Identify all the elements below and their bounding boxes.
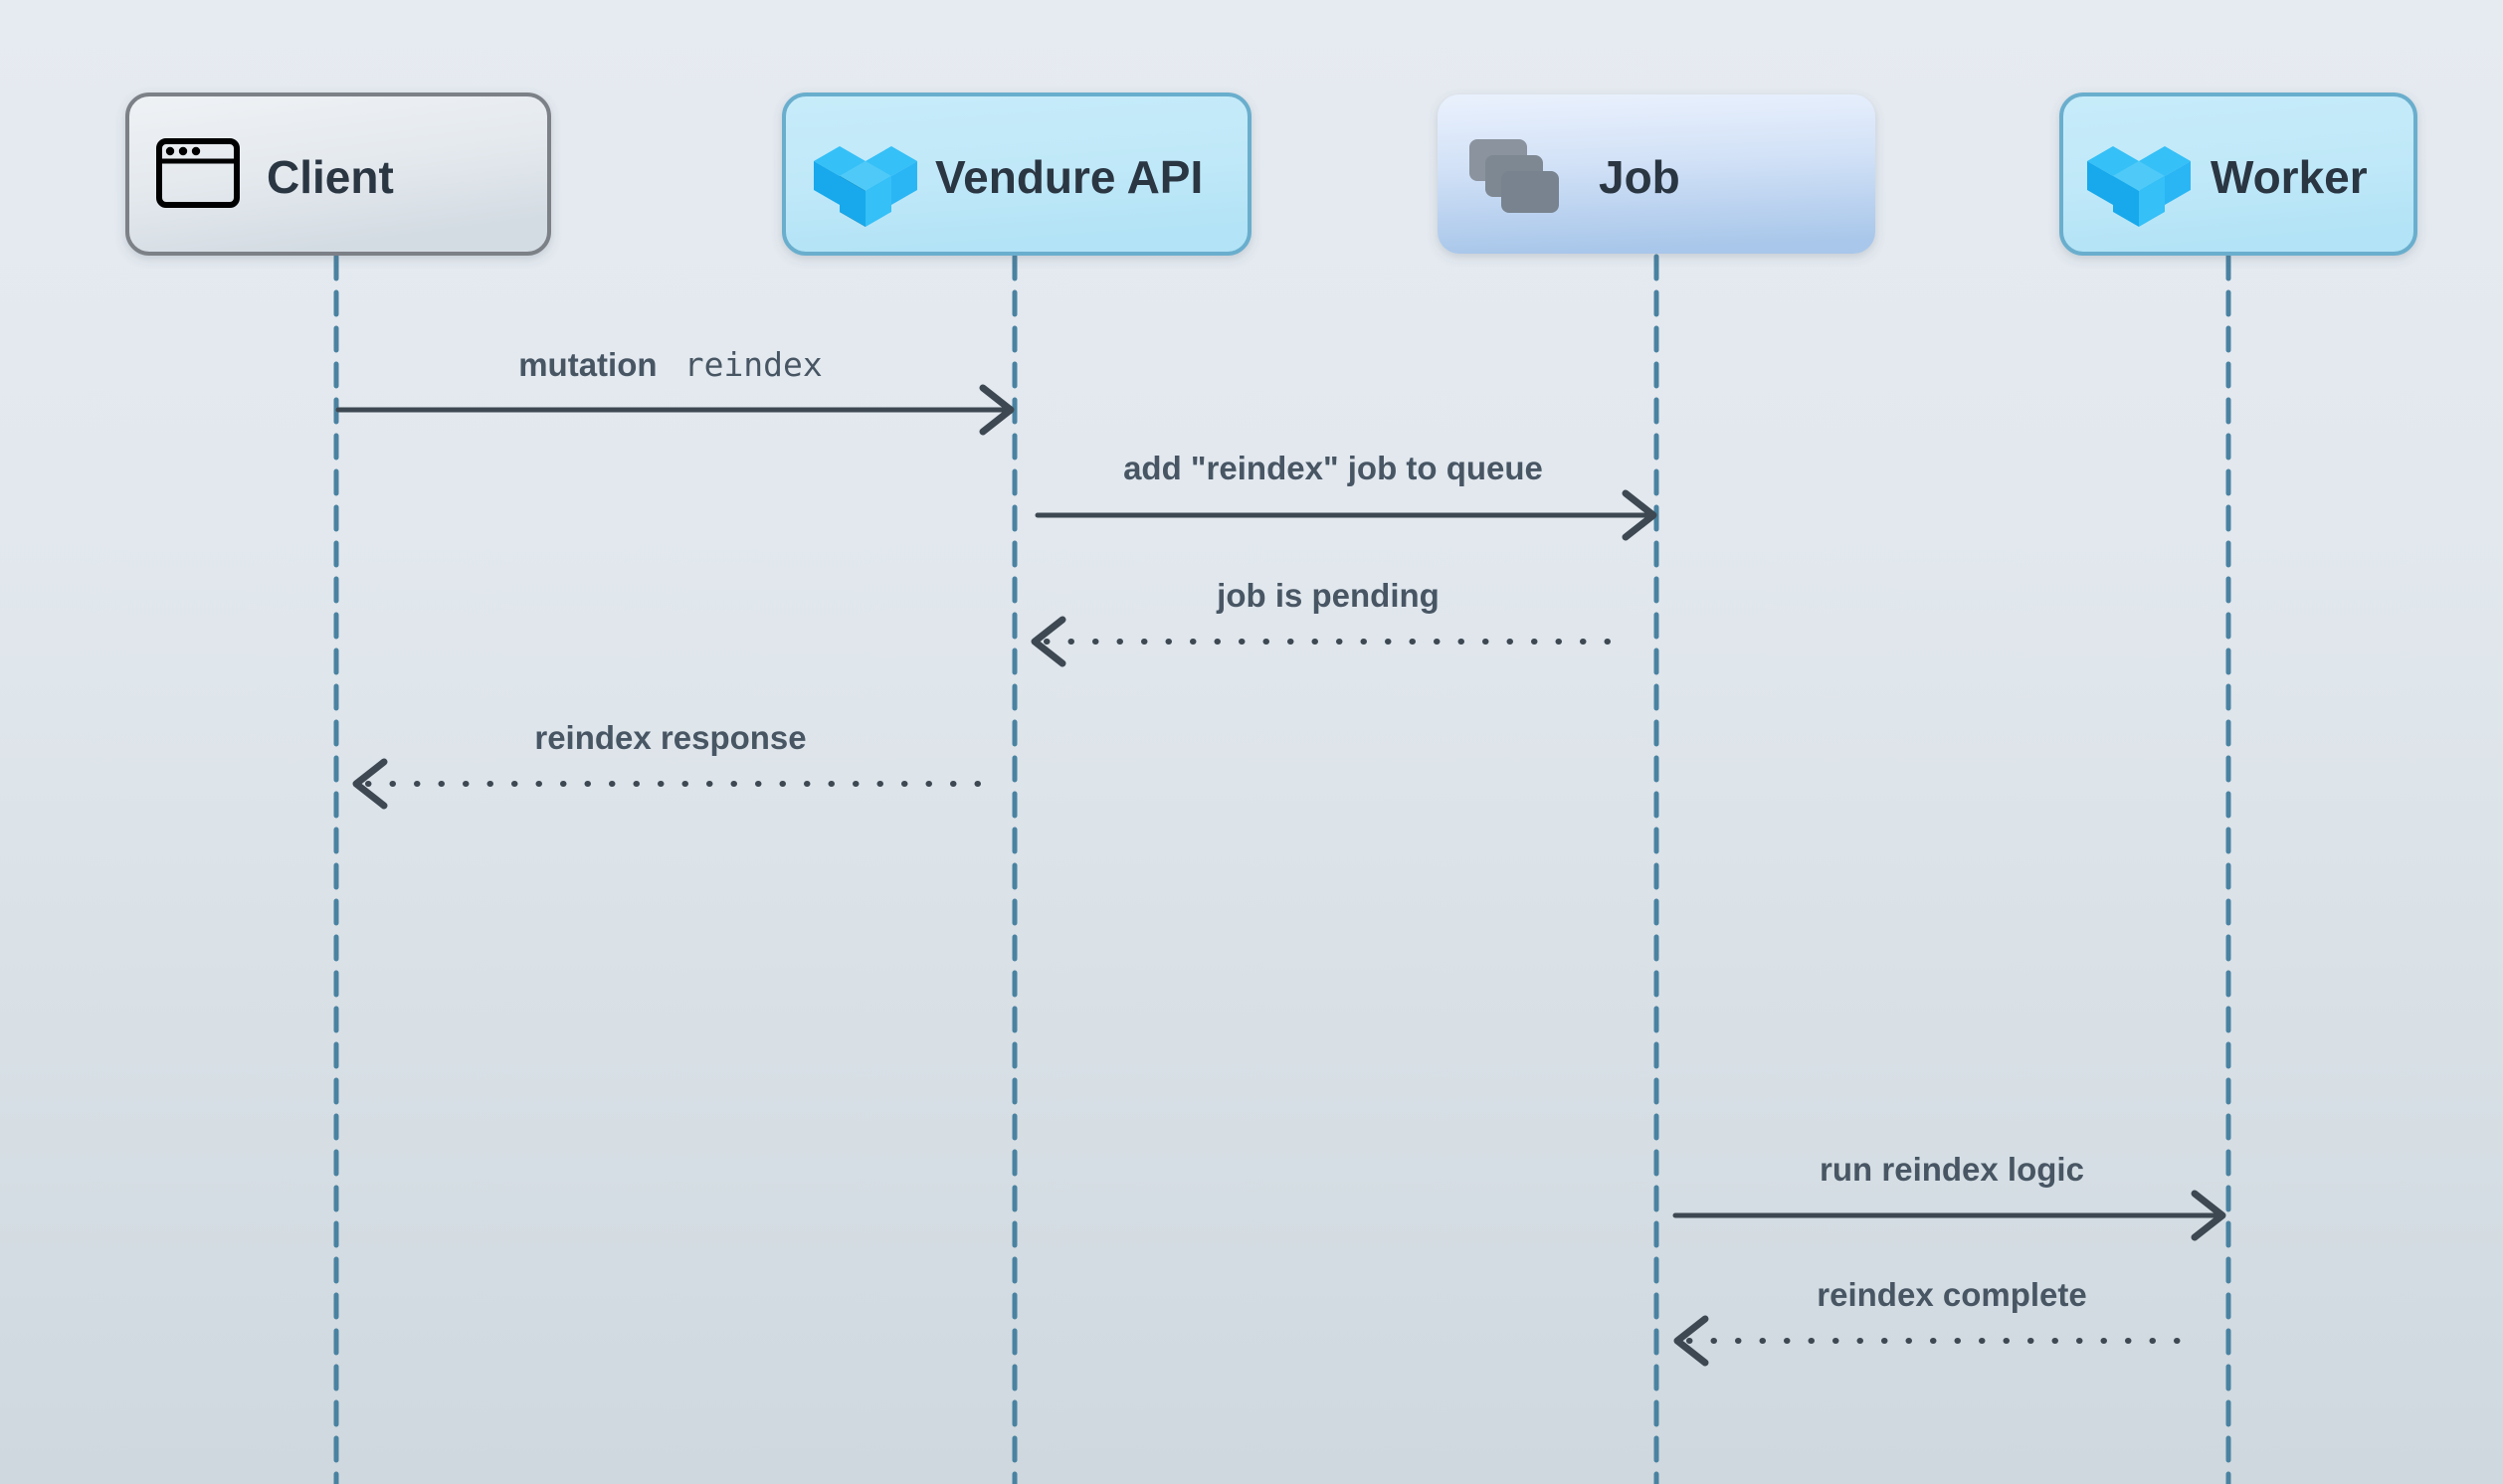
vendure-cubes-icon [814, 146, 917, 227]
message-label-add-job-to-queue: add "reindex" job to queue [1123, 450, 1543, 486]
participant-vendure-api[interactable]: Vendure API [782, 93, 1252, 256]
message-reindex-response: reindex response [352, 719, 994, 810]
message-label-mono: reindex [684, 345, 823, 384]
participant-label-client: Client [267, 151, 394, 203]
message-label-reindex-complete: reindex complete [1817, 1276, 2086, 1313]
message-add-job-to-queue: add "reindex" job to queue [1035, 450, 1657, 541]
participant-client[interactable]: Client [125, 93, 551, 256]
participant-label-job: Job [1599, 151, 1680, 203]
message-label-mutation-reindex: mutation reindex [518, 345, 823, 384]
participant-worker[interactable]: Worker [2059, 93, 2417, 256]
stacked-layers-icon [1469, 139, 1559, 213]
message-run-reindex-logic: run reindex logic [1672, 1151, 2226, 1241]
arrow-head-left [1031, 616, 1066, 667]
message-job-is-pending: job is pending [1031, 577, 1617, 667]
message-mutation-reindex: mutation reindex [335, 345, 1015, 436]
lifelines [333, 254, 2231, 1484]
arrow-head-right [1622, 489, 1657, 541]
message-label-job-is-pending: job is pending [1216, 577, 1440, 614]
arrow-head-right [2191, 1190, 2226, 1241]
vendure-cubes-icon [2087, 146, 2191, 227]
message-label-text: mutation [518, 346, 657, 383]
arrow-head-left [1673, 1315, 1709, 1367]
message-reindex-complete: reindex complete [1673, 1276, 2200, 1367]
message-label-reindex-response: reindex response [534, 719, 806, 756]
participant-label-vendure-api: Vendure API [935, 151, 1203, 203]
participant-box-vendure-api[interactable] [782, 93, 1252, 256]
arrow-head-left [352, 758, 388, 810]
message-label-run-reindex-logic: run reindex logic [1820, 1151, 2084, 1188]
participant-box-job[interactable] [1438, 94, 1875, 254]
browser-window-icon [156, 138, 240, 208]
arrow-head-right [979, 384, 1015, 436]
participant-label-worker: Worker [2211, 151, 2368, 203]
participant-box-client[interactable] [125, 93, 551, 256]
participant-job[interactable]: Job [1438, 94, 1875, 254]
